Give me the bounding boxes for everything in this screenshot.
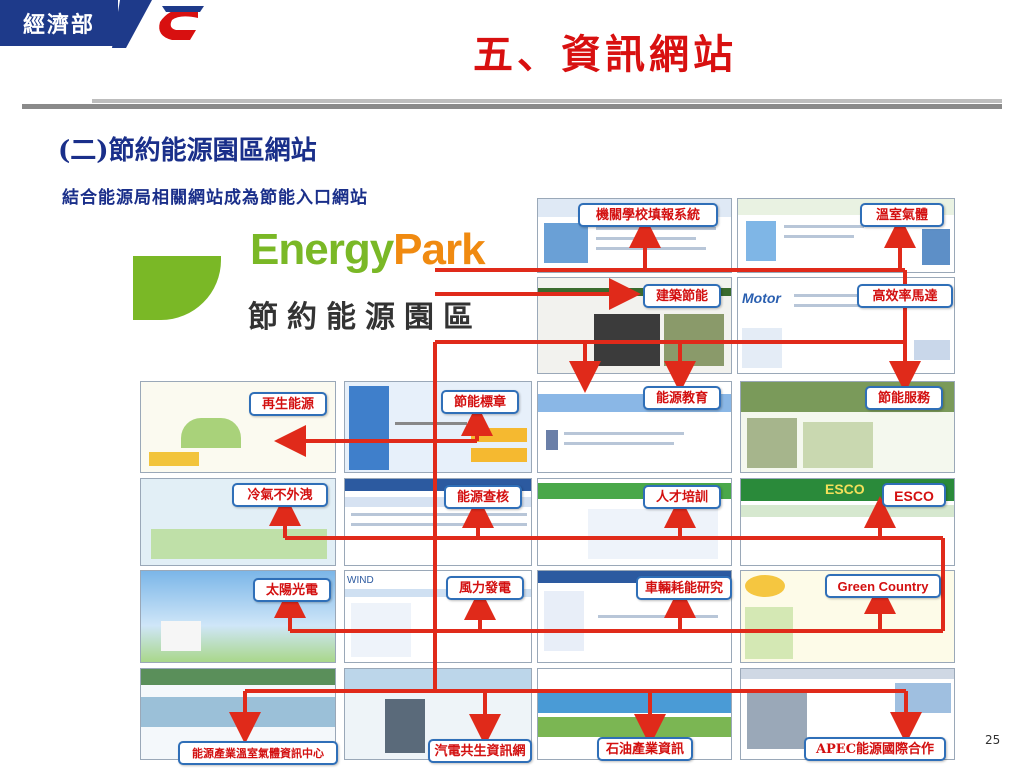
label-energy-audit[interactable]: 能源查核 (444, 485, 522, 509)
label-solar-pv[interactable]: 太陽光電 (253, 578, 331, 602)
thumb-image (914, 340, 950, 360)
page-number: 25 (985, 733, 1001, 747)
thumb-line (794, 304, 914, 307)
logo-chinese-text: 節約能源園區 (248, 300, 482, 335)
thumb-image (471, 448, 527, 462)
thumb-image (746, 221, 776, 261)
label-cogeneration-info[interactable]: 汽電共生資訊網 (428, 739, 532, 763)
page-title: 五、資訊網站 (473, 31, 737, 78)
thumb-header (141, 669, 335, 685)
ministry-logo: 經濟部 (0, 0, 118, 46)
section-description: 結合能源局相關網站成為節能入口網站 (62, 188, 368, 208)
thumb-nav (741, 505, 954, 517)
thumb-wind-text: WIND (347, 575, 374, 586)
thumb-line (598, 615, 718, 618)
thumb-header (345, 669, 531, 689)
label-renewable-energy[interactable]: 再生能源 (249, 392, 327, 416)
label-ghg-info-center[interactable]: 能源產業溫室氣體資訊中心 (178, 741, 338, 765)
thumb-image (544, 223, 588, 263)
thumb-image (385, 699, 425, 753)
thumb-line (784, 235, 854, 238)
thumb-image (151, 529, 327, 559)
thumb-sidebar (349, 386, 389, 470)
thumb-header (741, 669, 954, 679)
label-petroleum-industry[interactable]: 石油產業資訊 (597, 737, 693, 761)
thumb-image (181, 418, 241, 448)
label-talent-training[interactable]: 人才培訓 (643, 485, 721, 509)
label-green-country[interactable]: Green Country (825, 574, 941, 598)
thumb-image (803, 422, 873, 468)
thumb-image (745, 575, 785, 597)
label-wind-power[interactable]: 風力發電 (446, 576, 524, 600)
label-vehicle-energy-research[interactable]: 車輛耗能研究 (636, 576, 732, 600)
thumb-sidebar (742, 328, 782, 368)
thumb-image (161, 621, 201, 651)
thumb-line (351, 513, 527, 516)
energypark-logo: EnergyPark (250, 225, 486, 275)
thumb-energy-service-site[interactable] (740, 381, 955, 473)
label-high-efficiency-motor[interactable]: 高效率馬達 (857, 284, 953, 308)
title-divider (22, 104, 1002, 109)
label-esco[interactable]: ESCO (882, 483, 946, 507)
label-energy-service[interactable]: 節能服務 (865, 386, 943, 410)
thumb-line (564, 432, 684, 435)
label-greenhouse-gas[interactable]: 溫室氣體 (860, 203, 944, 227)
thumb-table (588, 509, 718, 559)
label-school-reporting-system[interactable]: 機關學校填報系統 (578, 203, 718, 227)
thumb-image (747, 689, 807, 749)
section-subtitle: (二)節約能源園區網站 (58, 136, 317, 166)
label-apec-cooperation[interactable]: APEC能源國際合作 (804, 737, 946, 761)
label-energy-label[interactable]: 節能標章 (441, 390, 519, 414)
thumb-header (538, 693, 731, 713)
thumb-sidebar (544, 591, 584, 651)
label-energy-education[interactable]: 能源教育 (643, 386, 721, 410)
thumb-line (395, 422, 467, 425)
thumb-line (564, 442, 674, 445)
thumb-image (747, 418, 797, 468)
thumb-line (351, 523, 527, 526)
thumb-image (922, 229, 950, 265)
thumb-nav (345, 497, 531, 507)
logo-park-text: Park (393, 225, 485, 274)
thumb-line (784, 225, 864, 228)
thumb-motor-text: Motor (742, 290, 781, 306)
ministry-emblem-icon (112, 0, 204, 48)
thumb-image (149, 452, 199, 466)
label-ac-no-leak[interactable]: 冷氣不外洩 (232, 483, 328, 507)
logo-energy-text: Energy (250, 225, 394, 274)
label-building-energy[interactable]: 建築節能 (643, 284, 721, 308)
title-divider-shadow (92, 99, 1002, 103)
thumb-line (596, 247, 706, 250)
thumb-nav (345, 589, 531, 597)
thumb-esco-text: ESCO (825, 481, 865, 497)
thumb-image (546, 430, 558, 450)
